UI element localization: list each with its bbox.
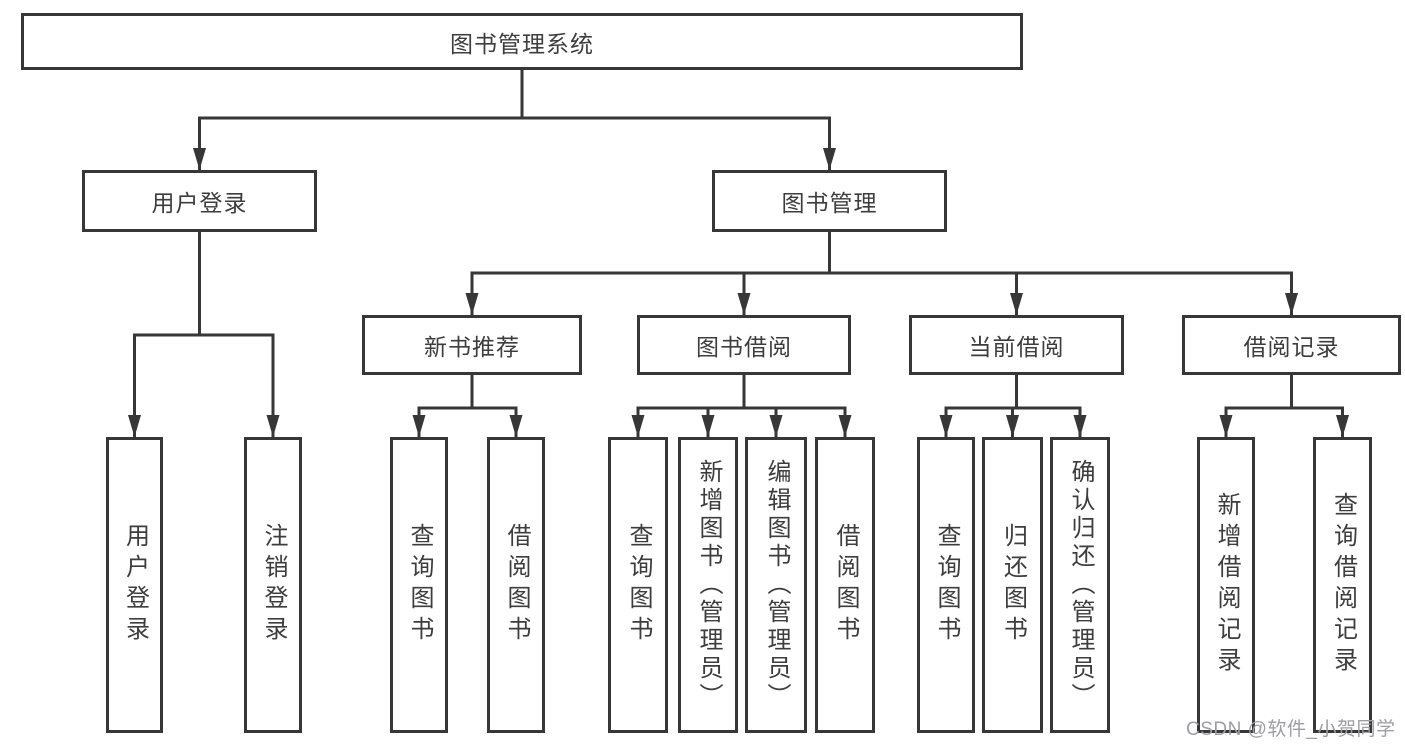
leaf-borrow-add-books: 新增图书（管理员） [678,437,738,733]
leaf-borrow-query-books-label: 查询图书 [625,523,652,647]
node-user-login: 用户登录 [82,170,317,232]
leaf-borrow-query-books: 查询图书 [608,437,668,733]
leaf-borrow-edit-books: 编辑图书（管理员） [745,437,807,733]
node-current-borrow: 当前借阅 [909,315,1124,375]
leaf-query-borrow-record-label: 查询借阅记录 [1329,492,1357,678]
leaf-user-login: 用户登录 [106,437,163,733]
node-book-management: 图书管理 [712,170,947,232]
leaf-confirm-return-label: 确认归还（管理员） [1067,459,1094,711]
leaf-recommend-query-books: 查询图书 [390,437,448,733]
leaf-add-borrow-record: 新增借阅记录 [1197,437,1255,733]
leaf-current-query-books: 查询图书 [917,437,975,733]
leaf-add-borrow-record-label: 新增借阅记录 [1213,492,1240,678]
node-book-borrow: 图书借阅 [637,315,851,375]
node-borrow-record: 借阅记录 [1182,315,1401,375]
leaf-recommend-query-books-label: 查询图书 [406,523,433,647]
leaf-recommend-borrow-books-label: 借阅图书 [503,523,530,647]
leaf-query-borrow-record: 查询借阅记录 [1313,437,1372,733]
leaf-borrow-borrow-books: 借阅图书 [815,437,875,733]
leaf-borrow-add-books-label: 新增图书（管理员） [695,459,722,711]
node-new-book-recommend: 新书推荐 [362,315,582,375]
leaf-borrow-edit-books-label: 编辑图书（管理员） [763,459,790,711]
leaf-return-books-label: 归还图书 [999,523,1027,647]
leaf-current-query-books-label: 查询图书 [933,523,960,647]
leaf-borrow-borrow-books-label: 借阅图书 [832,523,859,647]
leaf-user-login-label: 用户登录 [121,523,149,647]
watermark: CSDN @软件_小贺同学 [1186,719,1396,740]
leaf-return-books: 归还图书 [982,437,1043,733]
leaf-logout: 注销登录 [244,437,302,733]
leaf-recommend-borrow-books: 借阅图书 [487,437,545,733]
node-library-management-system: 图书管理系统 [21,13,1023,70]
leaf-logout-label: 注销登录 [260,523,287,647]
leaf-confirm-return: 确认归还（管理员） [1050,437,1110,733]
